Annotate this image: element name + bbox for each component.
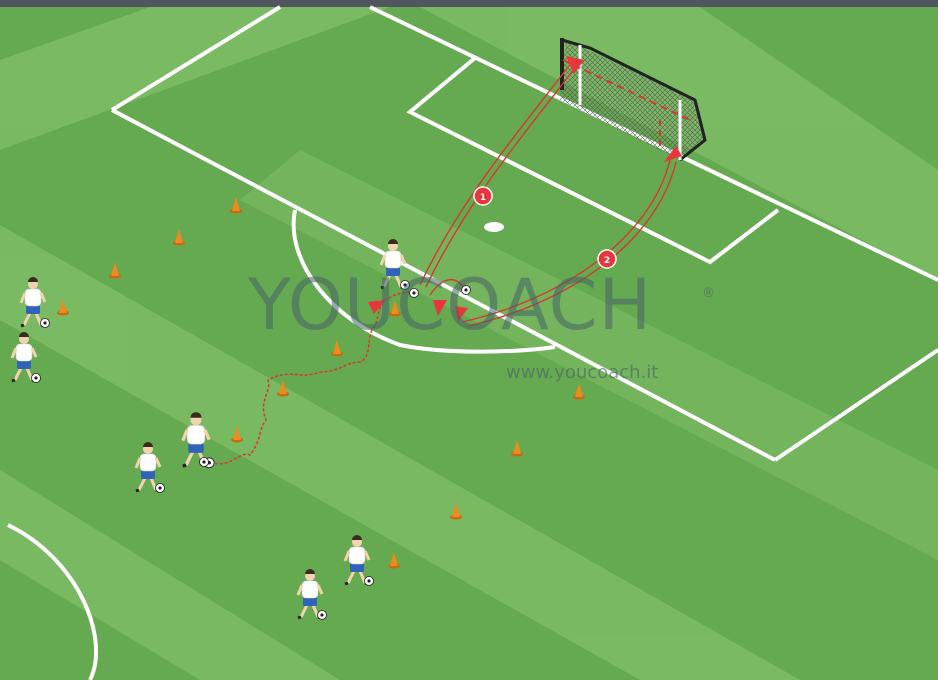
- ball-icon: [410, 289, 419, 298]
- ball-icon: [365, 577, 374, 586]
- shot-2-label: 2: [604, 256, 610, 266]
- ball-icon: [401, 281, 410, 290]
- shot-1-label: 1: [480, 193, 486, 203]
- penalty-spot: [484, 222, 504, 232]
- ball-icon: [32, 374, 41, 383]
- ball-icon: [41, 319, 50, 328]
- shot-2-badge: 2: [598, 250, 616, 268]
- ball-icon: [318, 611, 327, 620]
- ball-icon: [200, 458, 209, 467]
- shot-1-badge: 1: [474, 187, 492, 205]
- ball-icon: [156, 484, 165, 493]
- ball-icon: [462, 286, 471, 295]
